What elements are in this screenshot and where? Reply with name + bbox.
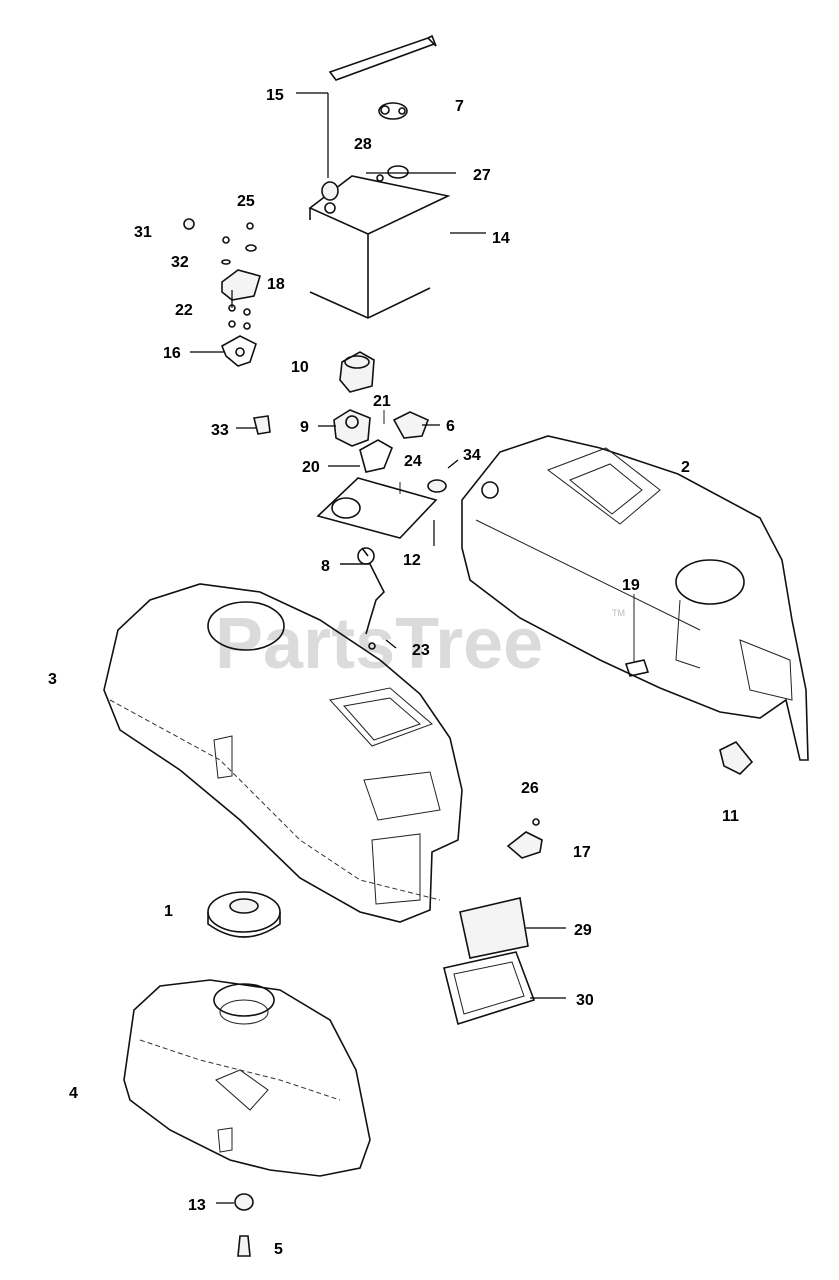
callout-26: 26 (521, 780, 539, 797)
callout-4: 4 (69, 1085, 78, 1102)
part-4-fuel-tank (123, 979, 371, 1177)
part-14-battery (308, 165, 486, 319)
callout-20: 20 (302, 459, 320, 476)
part-15-rod (296, 34, 437, 178)
callout-1: 1 (164, 903, 173, 920)
callout-12: 12 (403, 552, 421, 569)
callout-13: 13 (188, 1197, 206, 1214)
callout-10: 10 (291, 359, 309, 376)
callout-7: 7 (455, 98, 464, 115)
callout-21: 21 (373, 393, 391, 410)
callout-24: 24 (404, 453, 422, 470)
callout-15: 15 (266, 87, 284, 104)
callout-3: 3 (48, 671, 57, 688)
callout-6: 6 (446, 418, 455, 435)
callout-23: 23 (412, 642, 430, 659)
callout-8: 8 (321, 558, 330, 575)
callout-31: 31 (134, 224, 152, 241)
callout-16: 16 (163, 345, 181, 362)
callout-17: 17 (573, 844, 591, 861)
callout-34: 34 (463, 447, 481, 464)
callout-29: 29 (574, 922, 592, 939)
part-control-assembly (236, 351, 459, 650)
callout-32: 32 (171, 254, 189, 271)
callout-14: 14 (492, 230, 510, 247)
part-7 (378, 102, 408, 120)
part-1-fuel-cap (207, 891, 281, 938)
part-3-front-hood (103, 583, 463, 923)
callout-33: 33 (211, 422, 229, 439)
part-29-lens (459, 897, 566, 959)
callout-19: 19 (622, 577, 640, 594)
part-30-bezel (443, 951, 566, 1026)
watermark-trademark: TM (612, 608, 625, 618)
callout-5: 5 (274, 1241, 283, 1258)
callout-18: 18 (267, 276, 285, 293)
part-5-fitting (237, 1235, 251, 1257)
callout-2: 2 (681, 459, 690, 476)
callout-11: 11 (722, 808, 739, 825)
callout-25: 25 (237, 193, 255, 210)
callout-28: 28 (354, 136, 372, 153)
callout-30: 30 (576, 992, 594, 1009)
part-11 (719, 740, 754, 775)
part-2-rear-fender (461, 435, 809, 761)
callout-27: 27 (473, 167, 491, 184)
callout-22: 22 (175, 302, 193, 319)
part-17-hinge (506, 818, 543, 859)
part-13-bushing (216, 1193, 254, 1211)
watermark-text: PartsTree (215, 604, 543, 684)
part-solenoid-assembly (183, 218, 262, 367)
callout-9: 9 (300, 419, 309, 436)
